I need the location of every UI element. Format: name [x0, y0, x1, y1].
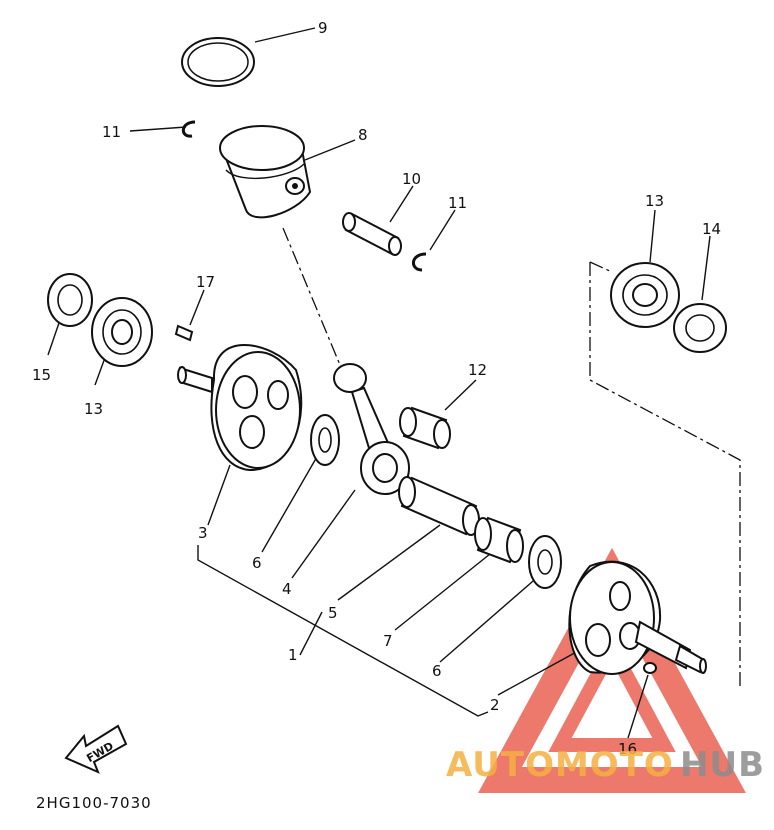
- piston-pin-10: [342, 212, 402, 256]
- callout-12: 12: [468, 361, 487, 379]
- group-bracket: [197, 545, 489, 717]
- callout-17: 17: [196, 273, 215, 291]
- assembly-guides: [282, 227, 741, 690]
- bearing-13-right: [610, 262, 680, 328]
- circlip-11-right: [412, 252, 427, 272]
- callout-3: 3: [198, 524, 208, 542]
- callout-9: 9: [318, 19, 328, 37]
- crank-right-2: [568, 560, 707, 675]
- watermark-word-automoto: AUTOMOTO: [446, 745, 674, 785]
- callout-11-right: 11: [448, 194, 467, 212]
- callout-16: 16: [618, 740, 637, 758]
- key-16: [643, 662, 657, 674]
- callout-1: 1: [288, 646, 298, 664]
- circlip-11-left: [181, 120, 196, 138]
- callout-11-left: 11: [102, 123, 121, 141]
- callout-4: 4: [282, 580, 292, 598]
- callout-6-upper: 6: [252, 554, 262, 572]
- washer-6-lower: [528, 535, 562, 589]
- watermark-logo: [478, 547, 746, 793]
- washer-6-upper: [310, 414, 340, 466]
- connecting-rod-4: [333, 363, 410, 495]
- key-17: [174, 324, 194, 342]
- watermark-text: AUTOMOTO HUB: [446, 745, 765, 785]
- callout-10: 10: [402, 170, 421, 188]
- needle-bearing-7: [474, 516, 524, 564]
- callout-2: 2: [490, 696, 500, 714]
- crank-left-3: [177, 344, 303, 472]
- callout-7: 7: [383, 632, 393, 650]
- oil-seal-15: [47, 273, 93, 327]
- piston-ring-9: [181, 37, 255, 87]
- watermark-word-hub: HUB: [680, 745, 765, 785]
- callout-6-lower: 6: [432, 662, 442, 680]
- fwd-arrow-icon: FWD: [64, 724, 128, 774]
- callout-8: 8: [358, 126, 368, 144]
- bearing-13-left: [91, 297, 153, 367]
- callout-13-left: 13: [84, 400, 103, 418]
- callout-13-right: 13: [645, 192, 664, 210]
- callout-5: 5: [328, 604, 338, 622]
- piston-8: [219, 125, 312, 219]
- callout-15: 15: [32, 366, 51, 384]
- callout-14: 14: [702, 220, 721, 238]
- oil-seal-14: [673, 303, 727, 353]
- diagram-code: 2HG100-7030: [36, 794, 152, 812]
- callout-labels: 9 11 8 10 11 13 14 17 15 13 12 3 6 4 5 1…: [32, 19, 721, 758]
- needle-bearing-12: [399, 406, 451, 450]
